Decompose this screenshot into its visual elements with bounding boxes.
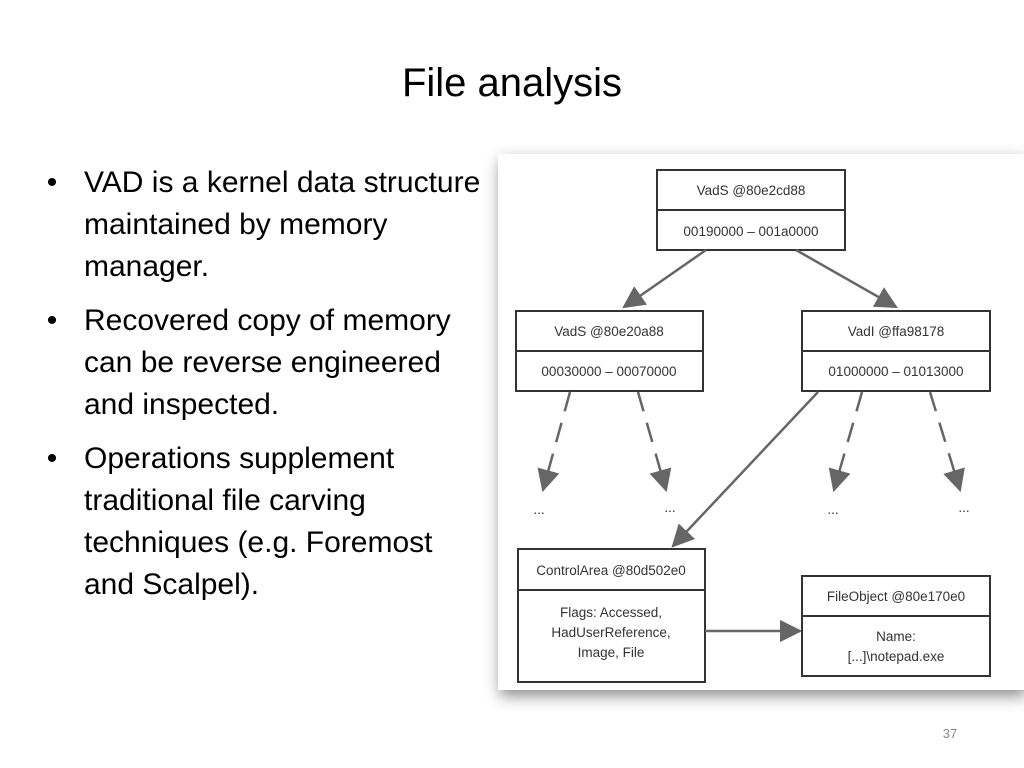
ellipsis-4: ...: [958, 500, 969, 515]
left-node-header: VadS @80e20a88: [554, 324, 664, 339]
edge-root-left: [622, 248, 707, 309]
bullet-item: • VAD is a kernel data structure maintai…: [42, 162, 482, 288]
right-node-range: 01000000 – 01013000: [828, 364, 963, 379]
file-object-header: FileObject @80e170e0: [827, 589, 965, 604]
bullet-marker: •: [46, 442, 58, 475]
right-node-header: VadI @ffa98178: [848, 324, 945, 339]
left-node-range: 00030000 – 00070000: [541, 364, 676, 379]
file-object-name-label: Name:: [876, 629, 916, 644]
ellipsis-2: ...: [664, 500, 675, 515]
vad-right-node: VadI @ffa98178 01000000 – 01013000: [801, 310, 991, 392]
edge-vad-controlarea: [671, 391, 819, 548]
control-area-flags-line-3: Image, File: [578, 645, 645, 660]
file-object-node: FileObject @80e170e0 Name: [...]\notepad…: [801, 575, 991, 677]
control-area-node: ControlArea @80d502e0 Flags: Accessed, H…: [517, 548, 706, 683]
diagram-canvas: VadS @80e2cd88 00190000 – 001a0000 VadS …: [515, 169, 991, 683]
file-object-name-value: [...]\notepad.exe: [848, 649, 945, 664]
vad-left-node: VadS @80e20a88 00030000 – 00070000: [515, 310, 704, 392]
ellipsis-3: ...: [827, 502, 838, 517]
ellipsis-1: ...: [533, 502, 544, 517]
bullet-text: VAD is a kernel data structure maintaine…: [84, 166, 481, 283]
control-area-header: ControlArea @80d502e0: [536, 563, 686, 578]
bullet-item: • Operations supplement traditional file…: [42, 438, 482, 606]
bullet-text: Recovered copy of memory can be reverse …: [84, 304, 451, 421]
control-area-flags-line-2: HadUserReference,: [551, 625, 670, 640]
bullet-marker: •: [46, 166, 58, 199]
bullet-text: Operations supplement traditional file c…: [84, 442, 433, 601]
bullet-list: • VAD is a kernel data structure maintai…: [42, 162, 482, 618]
edge-right-dashed-1: [828, 391, 864, 493]
root-node-range: 00190000 – 001a0000: [683, 224, 818, 239]
bullet-item: • Recovered copy of memory can be revers…: [42, 300, 482, 426]
control-area-flags-line-1: Flags: Accessed,: [560, 605, 662, 620]
vad-root-node: VadS @80e2cd88 00190000 – 001a0000: [656, 169, 846, 251]
vad-tree-diagram: VadS @80e2cd88 00190000 – 001a0000 VadS …: [498, 154, 1024, 690]
edge-left-dashed-2: [636, 391, 672, 493]
bullet-marker: •: [46, 304, 58, 337]
root-node-header: VadS @80e2cd88: [697, 183, 806, 198]
page-number: 37: [942, 726, 958, 741]
edge-right-dashed-2: [928, 391, 965, 493]
slide-title: File analysis: [401, 61, 623, 105]
edge-left-dashed-1: [537, 391, 572, 493]
edge-root-right: [795, 248, 898, 309]
